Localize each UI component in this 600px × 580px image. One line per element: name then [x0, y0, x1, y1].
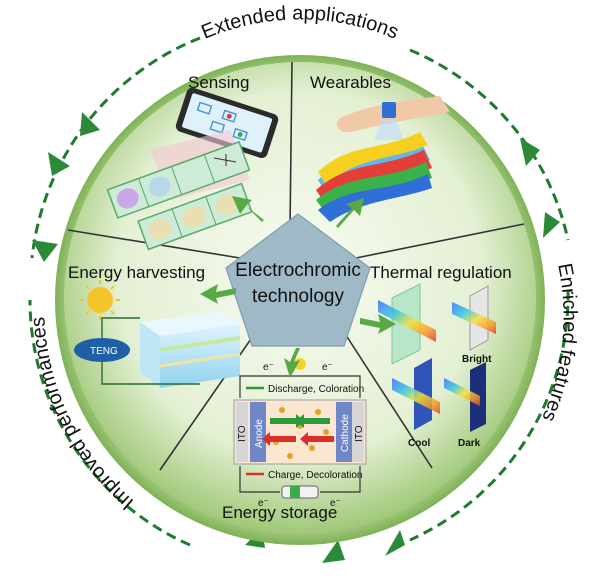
outer-ring [28, 36, 570, 563]
segment-label-thermal-regulation: Thermal regulation [370, 263, 512, 282]
ito-label-left: ITO [237, 425, 248, 442]
thermal-label-cool: Cool [408, 438, 430, 449]
teng-label: TENG [90, 346, 118, 357]
electron-label-bottom-right: e⁻ [330, 498, 341, 509]
center-title-line1: Electrochromic [235, 260, 361, 281]
discharge-label: Discharge, Coloration [268, 384, 364, 395]
segment-label-energy-harvesting: Energy harvesting [68, 263, 205, 282]
center-pentagon [225, 213, 371, 347]
energy-harvesting-illustration: TENG [74, 280, 241, 388]
ring-label-top: Extended applications [198, 2, 401, 43]
charge-label: Charge, Decoloration [268, 470, 363, 481]
ito-label-right: ITO [354, 425, 365, 442]
center-arrow-icons [200, 196, 396, 378]
electron-label-bottom-left: e⁻ [258, 498, 269, 509]
electron-label-top-right: e⁻ [322, 362, 333, 373]
energy-storage-illustration: e⁻ e⁻ Discharge, Coloration ITO Anode Ca… [233, 358, 367, 509]
sensing-illustration [106, 87, 279, 251]
segment-label-energy-storage: Energy storage [222, 503, 337, 522]
wearables-illustration [316, 96, 450, 222]
segment-label-wearables: Wearables [310, 73, 391, 92]
thermal-illustration: Bright Cool Dark [378, 283, 496, 449]
anode-label: Anode [254, 419, 265, 448]
thermal-label-dark: Dark [458, 438, 481, 449]
cathode-label: Cathode [340, 414, 351, 452]
sun-icon [87, 287, 113, 313]
segment-label-sensing: Sensing [188, 73, 249, 92]
center-title-line2: technology [252, 286, 344, 307]
thermal-label-bright: Bright [462, 354, 492, 365]
electron-label-top-left: e⁻ [263, 362, 274, 373]
